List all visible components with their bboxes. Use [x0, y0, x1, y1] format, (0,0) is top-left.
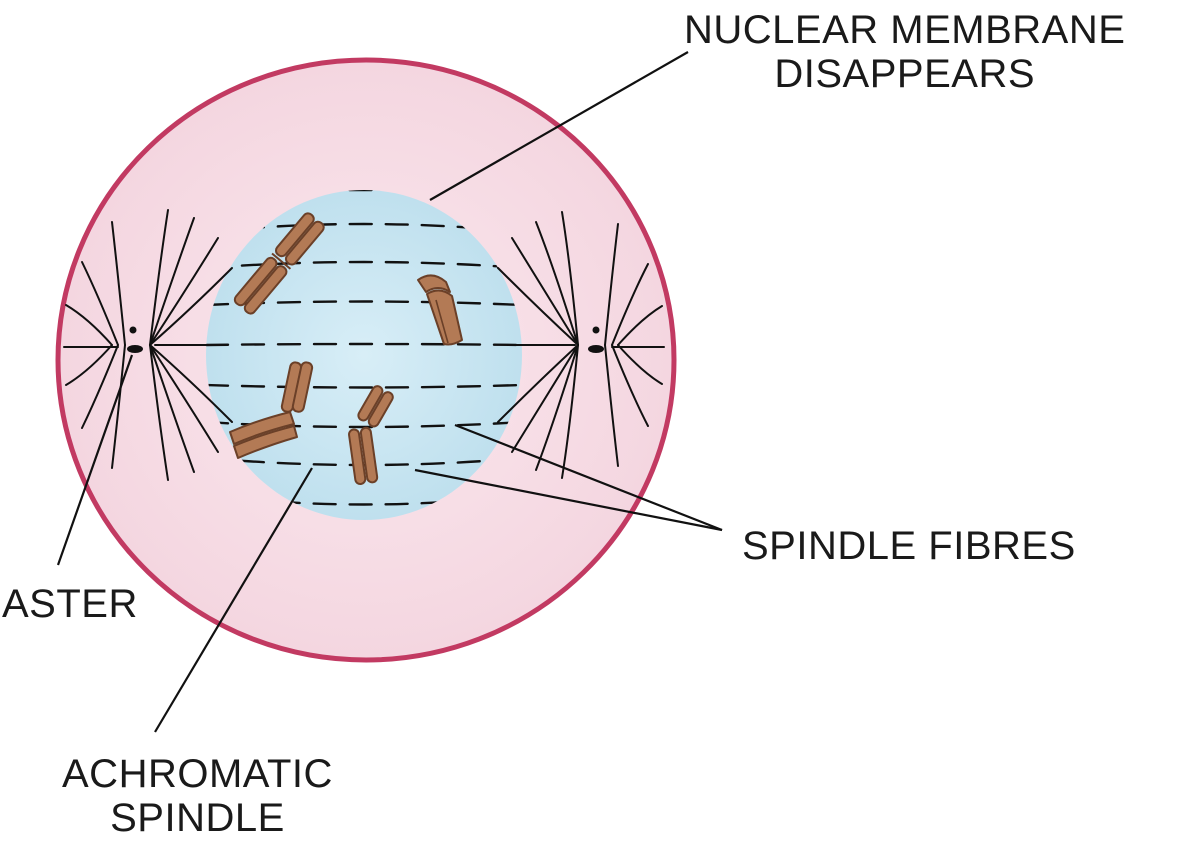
label-aster: ASTER — [2, 582, 138, 626]
chromosome — [417, 274, 463, 346]
label-achromatic-line1: ACHROMATIC — [62, 752, 333, 796]
chromosome — [229, 361, 314, 459]
aster-left — [63, 209, 233, 481]
leader-aster — [56, 354, 134, 566]
leader-spindle-fibres-1 — [454, 423, 723, 532]
chromosome — [348, 385, 394, 486]
label-achromatic-line2: SPINDLE — [110, 796, 285, 840]
centriole-right — [588, 326, 604, 353]
chromosomes — [229, 212, 463, 486]
leader-achromatic-spindle — [154, 467, 313, 733]
label-nuclear-line2: DISAPPEARS — [774, 52, 1036, 96]
leader-nuclear-membrane — [429, 51, 689, 201]
leader-spindle-fibres-2 — [414, 468, 723, 532]
label-nuclear-line1: NUCLEAR MEMBRANE — [684, 8, 1126, 52]
label-achromatic-spindle: ACHROMATIC SPINDLE — [62, 752, 333, 840]
leader-lines — [56, 51, 723, 733]
label-spindle-fibres: SPINDLE FIBRES — [742, 524, 1076, 568]
centriole-left — [127, 326, 143, 353]
chromosome — [233, 212, 325, 315]
label-nuclear-membrane-disappears: NUCLEAR MEMBRANE DISAPPEARS — [684, 8, 1125, 96]
